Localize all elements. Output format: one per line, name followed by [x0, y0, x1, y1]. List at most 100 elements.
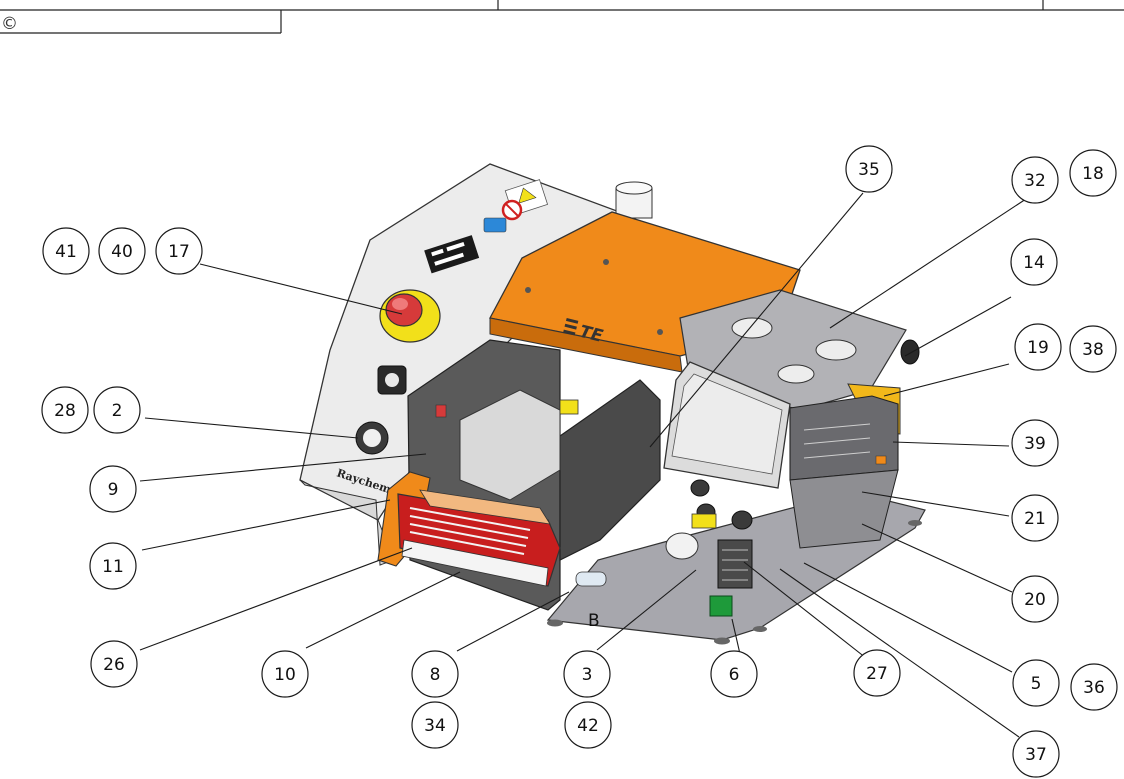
callout-number: 14: [1023, 253, 1045, 273]
inner-frame-mid: [559, 379, 661, 561]
callout-number: 2: [112, 401, 123, 421]
copyright-symbol: ©: [1, 14, 18, 34]
callout-37: 37: [1012, 730, 1060, 778]
callout-circle: [1012, 730, 1060, 778]
control-unit: [789, 395, 899, 481]
tooling-pad: [419, 489, 551, 525]
callout-39: 39: [1011, 419, 1059, 467]
callout-number: 28: [54, 401, 76, 421]
callout-circle: [1010, 238, 1058, 286]
callout-circle: [1011, 575, 1059, 623]
callout-number: 17: [168, 242, 190, 262]
callout-number: 11: [102, 557, 124, 577]
callout-number: 27: [866, 664, 888, 684]
callout-circle: [1011, 419, 1059, 467]
callout-28: 28: [41, 386, 89, 434]
callout-number: 39: [1024, 434, 1046, 454]
callout-3: 3: [563, 650, 611, 698]
callout-32: 32: [1011, 156, 1059, 204]
fitting: [690, 479, 710, 497]
callout-circle: [93, 386, 141, 434]
callout-circle: [1011, 156, 1059, 204]
callout-circle: [98, 227, 146, 275]
callout-circle: [564, 701, 612, 749]
valve-coil: [691, 513, 717, 529]
callout-42: 42: [564, 701, 612, 749]
callout-26: 26: [90, 640, 138, 688]
callout-5: 5: [1012, 659, 1060, 707]
callout-number: 37: [1025, 745, 1047, 765]
callout-circle: [261, 650, 309, 698]
foot: [908, 520, 922, 526]
callout-10: 10: [261, 650, 309, 698]
callout-2: 2: [93, 386, 141, 434]
callout-circle: [1069, 325, 1117, 373]
callout-38: 38: [1069, 325, 1117, 373]
callout-circle: [42, 227, 90, 275]
leader-lines: [139, 192, 1030, 738]
green-terminal: [709, 595, 733, 617]
callout-circle: [1012, 659, 1060, 707]
callout-27: 27: [853, 649, 901, 697]
fitting: [731, 510, 753, 530]
callout-6: 6: [710, 650, 758, 698]
callout-number: 8: [430, 665, 441, 685]
callout-circle: [853, 649, 901, 697]
callout-circle: [563, 650, 611, 698]
callout-number: 3: [582, 665, 593, 685]
frame-hole: [731, 317, 773, 339]
callout-circle: [1069, 149, 1117, 197]
terminator-machine-illustration: Raychem TE: [299, 163, 926, 645]
red-indicator: [435, 404, 447, 418]
callout-number: 19: [1027, 338, 1049, 358]
callout-35: 35: [845, 145, 893, 193]
callout-number: 35: [858, 160, 880, 180]
callout-number: 26: [103, 655, 125, 675]
air-hose-fitting: [575, 571, 607, 587]
foot: [753, 626, 767, 632]
section-marker: B: [588, 611, 600, 631]
yellow-connector: [559, 399, 579, 415]
callout-number: 5: [1031, 674, 1042, 694]
title-block-border: ©: [0, 0, 1124, 34]
callout-number: 40: [111, 242, 133, 262]
callout-circle: [411, 701, 459, 749]
main-housing-front: [299, 479, 395, 566]
info-label-icon: [483, 217, 507, 233]
callout-bubbles: 35 32 18 14 19 38 39 21 20 36 5 37 27 6 3 42 8 34 10 26 11 9 2…: [41, 145, 1118, 778]
rating-plate: [424, 235, 480, 274]
callout-40: 40: [98, 227, 146, 275]
callout-number: 6: [729, 665, 740, 685]
callout-circle: [89, 542, 137, 590]
callout-9: 9: [89, 465, 137, 513]
warning-label-icon: [518, 187, 537, 204]
callout-circle: [710, 650, 758, 698]
callout-circle: [155, 227, 203, 275]
callout-circle: [1011, 494, 1059, 542]
callout-circle: [1070, 663, 1118, 711]
callout-number: 20: [1024, 590, 1046, 610]
hmi-screen-display: [671, 373, 783, 475]
mechanism-block: [459, 389, 561, 501]
callout-18: 18: [1069, 149, 1117, 197]
callout-11: 11: [89, 542, 137, 590]
callout-number: 42: [577, 716, 599, 736]
callout-20: 20: [1011, 575, 1059, 623]
callout-17: 17: [155, 227, 203, 275]
pressure-gauge: [665, 532, 699, 560]
callout-circle: [90, 640, 138, 688]
callout-circle: [41, 386, 89, 434]
callout-number: 18: [1082, 164, 1104, 184]
callout-14: 14: [1010, 238, 1058, 286]
callout-circle: [89, 465, 137, 513]
callout-8: 8: [411, 650, 459, 698]
callout-19: 19: [1014, 323, 1062, 371]
callout-number: 34: [424, 716, 446, 736]
callout-21: 21: [1011, 494, 1059, 542]
side-knob: [900, 339, 920, 365]
callout-36: 36: [1070, 663, 1118, 711]
status-led: [875, 455, 887, 465]
frame-hole: [815, 339, 857, 361]
callout-number: 38: [1082, 340, 1104, 360]
